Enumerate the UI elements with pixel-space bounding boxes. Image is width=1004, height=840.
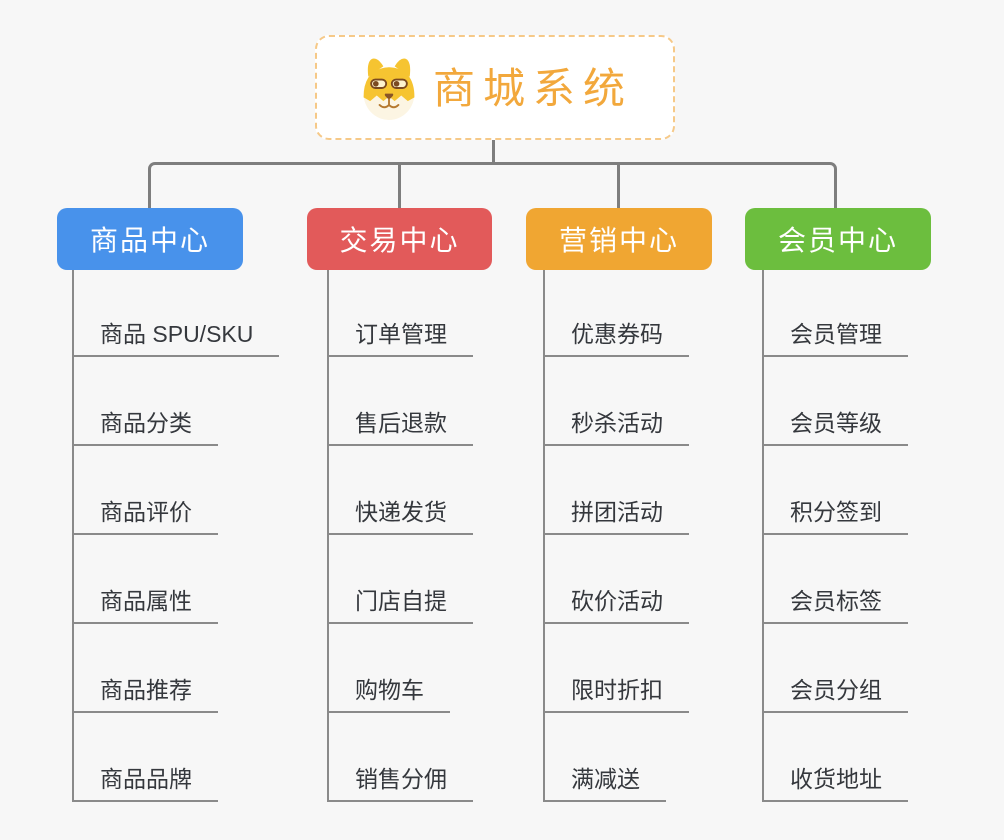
leaf-node[interactable]: 会员等级 xyxy=(762,404,908,446)
leaf-node[interactable]: 销售分佣 xyxy=(327,760,473,802)
leaf-node[interactable]: 商品推荐 xyxy=(72,671,218,713)
leaf-node[interactable]: 收货地址 xyxy=(762,760,908,802)
leaf-node[interactable]: 购物车 xyxy=(327,671,450,713)
leaf-node[interactable]: 拼团活动 xyxy=(543,493,689,535)
leaf-node[interactable]: 商品分类 xyxy=(72,404,218,446)
leaf-node[interactable]: 商品品牌 xyxy=(72,760,218,802)
leaf-node[interactable]: 会员标签 xyxy=(762,582,908,624)
branch-drop-line xyxy=(398,164,401,208)
leaf-node[interactable]: 门店自提 xyxy=(327,582,473,624)
branch-vertical-line xyxy=(72,270,74,802)
leaf-node[interactable]: 商品评价 xyxy=(72,493,218,535)
leaf-node[interactable]: 商品属性 xyxy=(72,582,218,624)
leaf-node[interactable]: 快递发货 xyxy=(327,493,473,535)
branch-vertical-line xyxy=(762,270,764,802)
leaf-node[interactable]: 限时折扣 xyxy=(543,671,689,713)
branch-vertical-line xyxy=(327,270,329,802)
leaf-node[interactable]: 售后退款 xyxy=(327,404,473,446)
leaf-node[interactable]: 优惠券码 xyxy=(543,315,689,357)
branch-bracket-line xyxy=(148,162,837,208)
leaf-node[interactable]: 砍价活动 xyxy=(543,582,689,624)
branch-vertical-line xyxy=(543,270,545,802)
branch-children-trade-center: 订单管理 售后退款 快递发货 门店自提 购物车 销售分佣 xyxy=(327,270,579,804)
branch-children-member-center: 会员管理 会员等级 积分签到 会员标签 会员分组 收货地址 xyxy=(762,270,1004,804)
leaf-node[interactable]: 会员分组 xyxy=(762,671,908,713)
leaf-node[interactable]: 订单管理 xyxy=(327,315,473,357)
branch-drop-line xyxy=(617,164,620,208)
branch-children-marketing-center: 优惠券码 秒杀活动 拼团活动 砍价活动 限时折扣 满减送 xyxy=(543,270,795,804)
branch-node-product-center[interactable]: 商品中心 xyxy=(57,208,243,270)
root-node[interactable]: 商城系统 xyxy=(315,35,675,140)
leaf-node[interactable]: 满减送 xyxy=(543,760,666,802)
leaf-node[interactable]: 商品 SPU/SKU xyxy=(72,315,280,357)
root-node-label: 商城系统 xyxy=(432,64,633,112)
root-stem-line xyxy=(492,138,495,165)
branch-node-trade-center[interactable]: 交易中心 xyxy=(307,208,492,270)
leaf-node[interactable]: 会员管理 xyxy=(762,315,908,357)
branch-node-member-center[interactable]: 会员中心 xyxy=(745,208,931,270)
leaf-node[interactable]: 秒杀活动 xyxy=(543,404,689,446)
branch-node-marketing-center[interactable]: 营销中心 xyxy=(526,208,712,270)
dog-face-icon xyxy=(363,58,415,120)
leaf-node[interactable]: 积分签到 xyxy=(762,493,908,535)
branch-children-product-center: 商品 SPU/SKU 商品分类 商品评价 商品属性 商品推荐 商品品牌 xyxy=(72,270,324,804)
